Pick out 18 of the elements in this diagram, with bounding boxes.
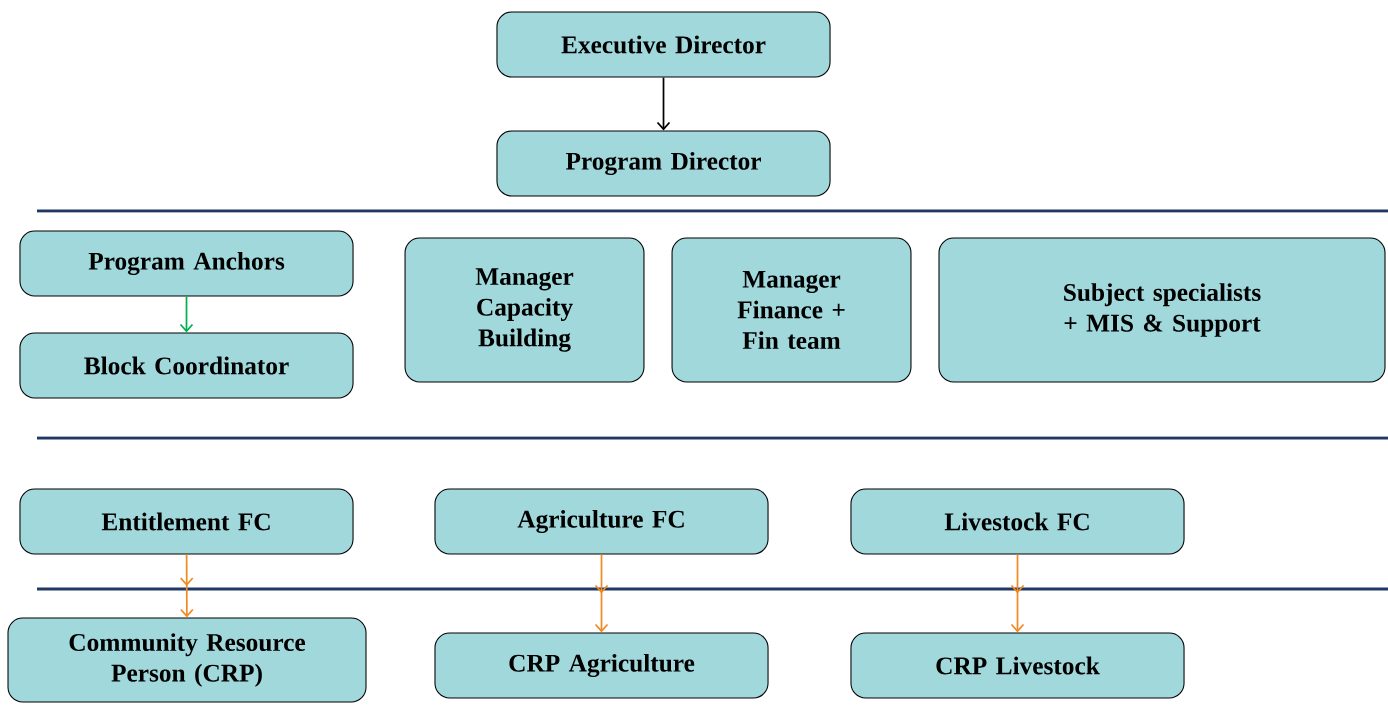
- arrow: [179, 295, 194, 333]
- org-box: Agriculture FC: [434, 488, 769, 555]
- org-box: Entitlement FC: [19, 488, 354, 555]
- org-box: Manager Finance + Fin team: [671, 237, 912, 383]
- org-box: Block Coordinator: [19, 332, 354, 399]
- org-box: Subject specialists + MIS & Support: [938, 237, 1386, 383]
- arrow: [179, 553, 194, 618]
- org-box: CRP Agriculture: [434, 632, 769, 699]
- arrow: [1010, 553, 1025, 633]
- arrow: [594, 553, 609, 633]
- org-box: CRP Livestock: [850, 632, 1185, 699]
- org-box: Livestock FC: [850, 488, 1185, 555]
- arrow: [656, 76, 671, 131]
- org-box: Executive Director: [496, 11, 831, 78]
- org-box: Program Director: [496, 130, 831, 197]
- org-box: Manager Capacity Building: [404, 237, 645, 383]
- org-box: Community Resource Person (CRP): [7, 617, 367, 703]
- org-box: Program Anchors: [19, 230, 354, 297]
